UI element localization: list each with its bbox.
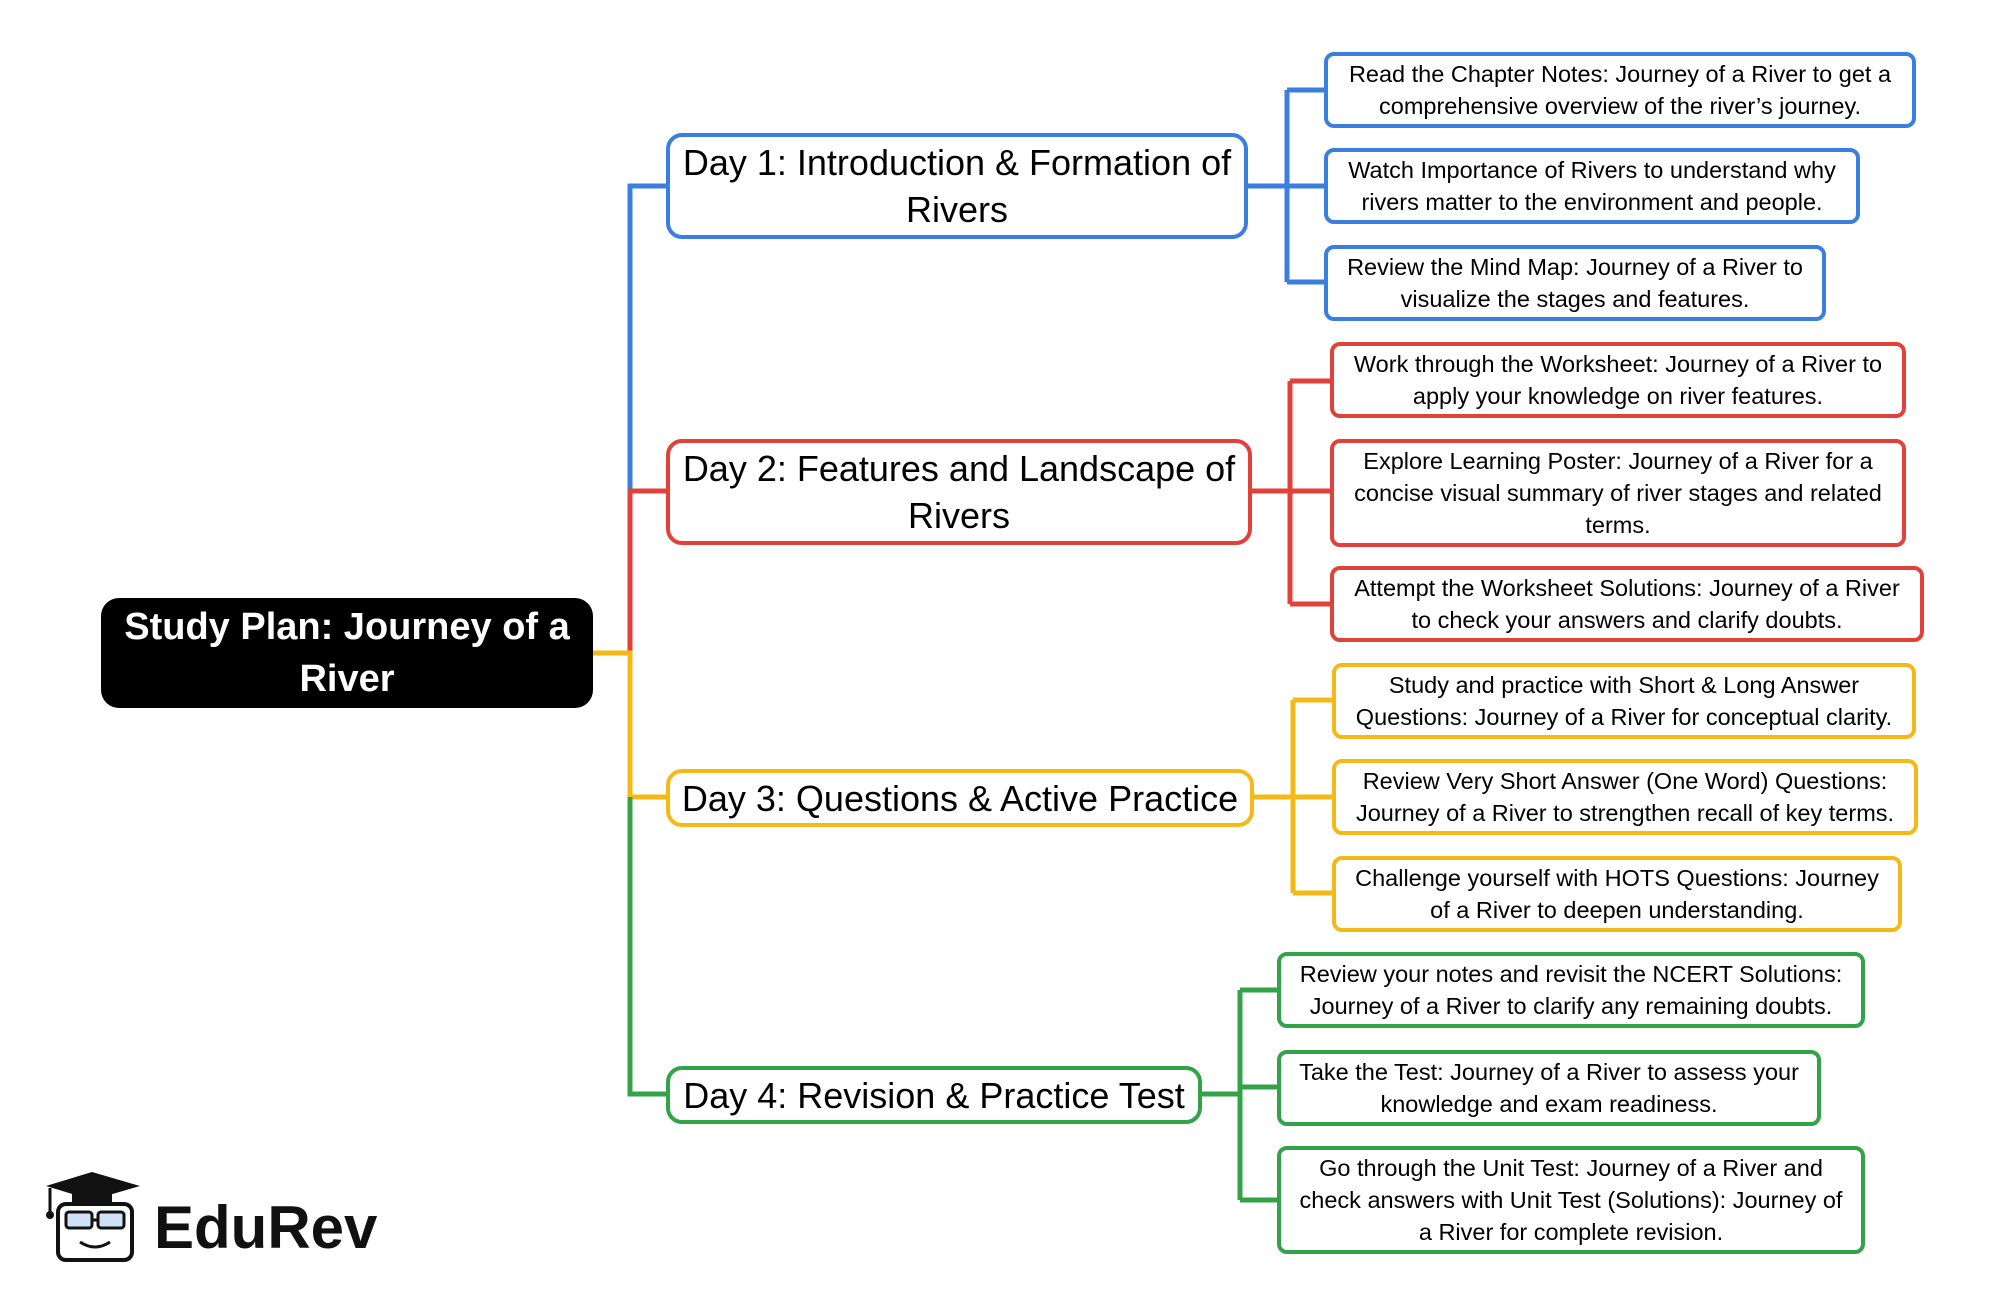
day1-node: Day 1: Introduction & Formation of River… bbox=[666, 133, 1248, 239]
day2-task-2: Explore Learning Poster: Journey of a Ri… bbox=[1330, 439, 1906, 547]
day4-task-2: Take the Test: Journey of a River to ass… bbox=[1277, 1050, 1821, 1126]
day4-node: Day 4: Revision & Practice Test bbox=[666, 1066, 1202, 1124]
day4-task-1: Review your notes and revisit the NCERT … bbox=[1277, 952, 1865, 1028]
day2-node: Day 2: Features and Landscape of Rivers bbox=[666, 439, 1252, 545]
day1-task-1: Read the Chapter Notes: Journey of a Riv… bbox=[1324, 52, 1916, 128]
day2-task-1: Work through the Worksheet: Journey of a… bbox=[1330, 342, 1906, 418]
day3-task-2: Review Very Short Answer (One Word) Ques… bbox=[1332, 759, 1918, 835]
day3-node: Day 3: Questions & Active Practice bbox=[666, 769, 1254, 827]
connector-day4-tasks bbox=[1202, 987, 1277, 1203]
day3-task-3: Challenge yourself with HOTS Questions: … bbox=[1332, 856, 1902, 932]
connector-root-day4 bbox=[627, 797, 666, 1097]
graduation-cap-mascot-icon bbox=[46, 1172, 140, 1262]
connector-root-day3 bbox=[593, 650, 666, 800]
edurev-logo-text: EduRev bbox=[154, 1194, 378, 1261]
root-node: Study Plan: Journey of a River bbox=[101, 598, 593, 708]
day1-task-3: Review the Mind Map: Journey of a River … bbox=[1324, 245, 1826, 321]
day3-task-1: Study and practice with Short & Long Ans… bbox=[1332, 663, 1916, 739]
connector-day2-tasks bbox=[1252, 378, 1330, 607]
connector-day1-tasks bbox=[1248, 87, 1324, 285]
day4-task-3: Go through the Unit Test: Journey of a R… bbox=[1277, 1146, 1865, 1254]
connector-root-day2 bbox=[627, 488, 666, 653]
connector-day3-tasks bbox=[1254, 697, 1332, 896]
day1-task-2: Watch Importance of Rivers to understand… bbox=[1324, 148, 1860, 224]
day2-task-3: Attempt the Worksheet Solutions: Journey… bbox=[1330, 566, 1924, 642]
